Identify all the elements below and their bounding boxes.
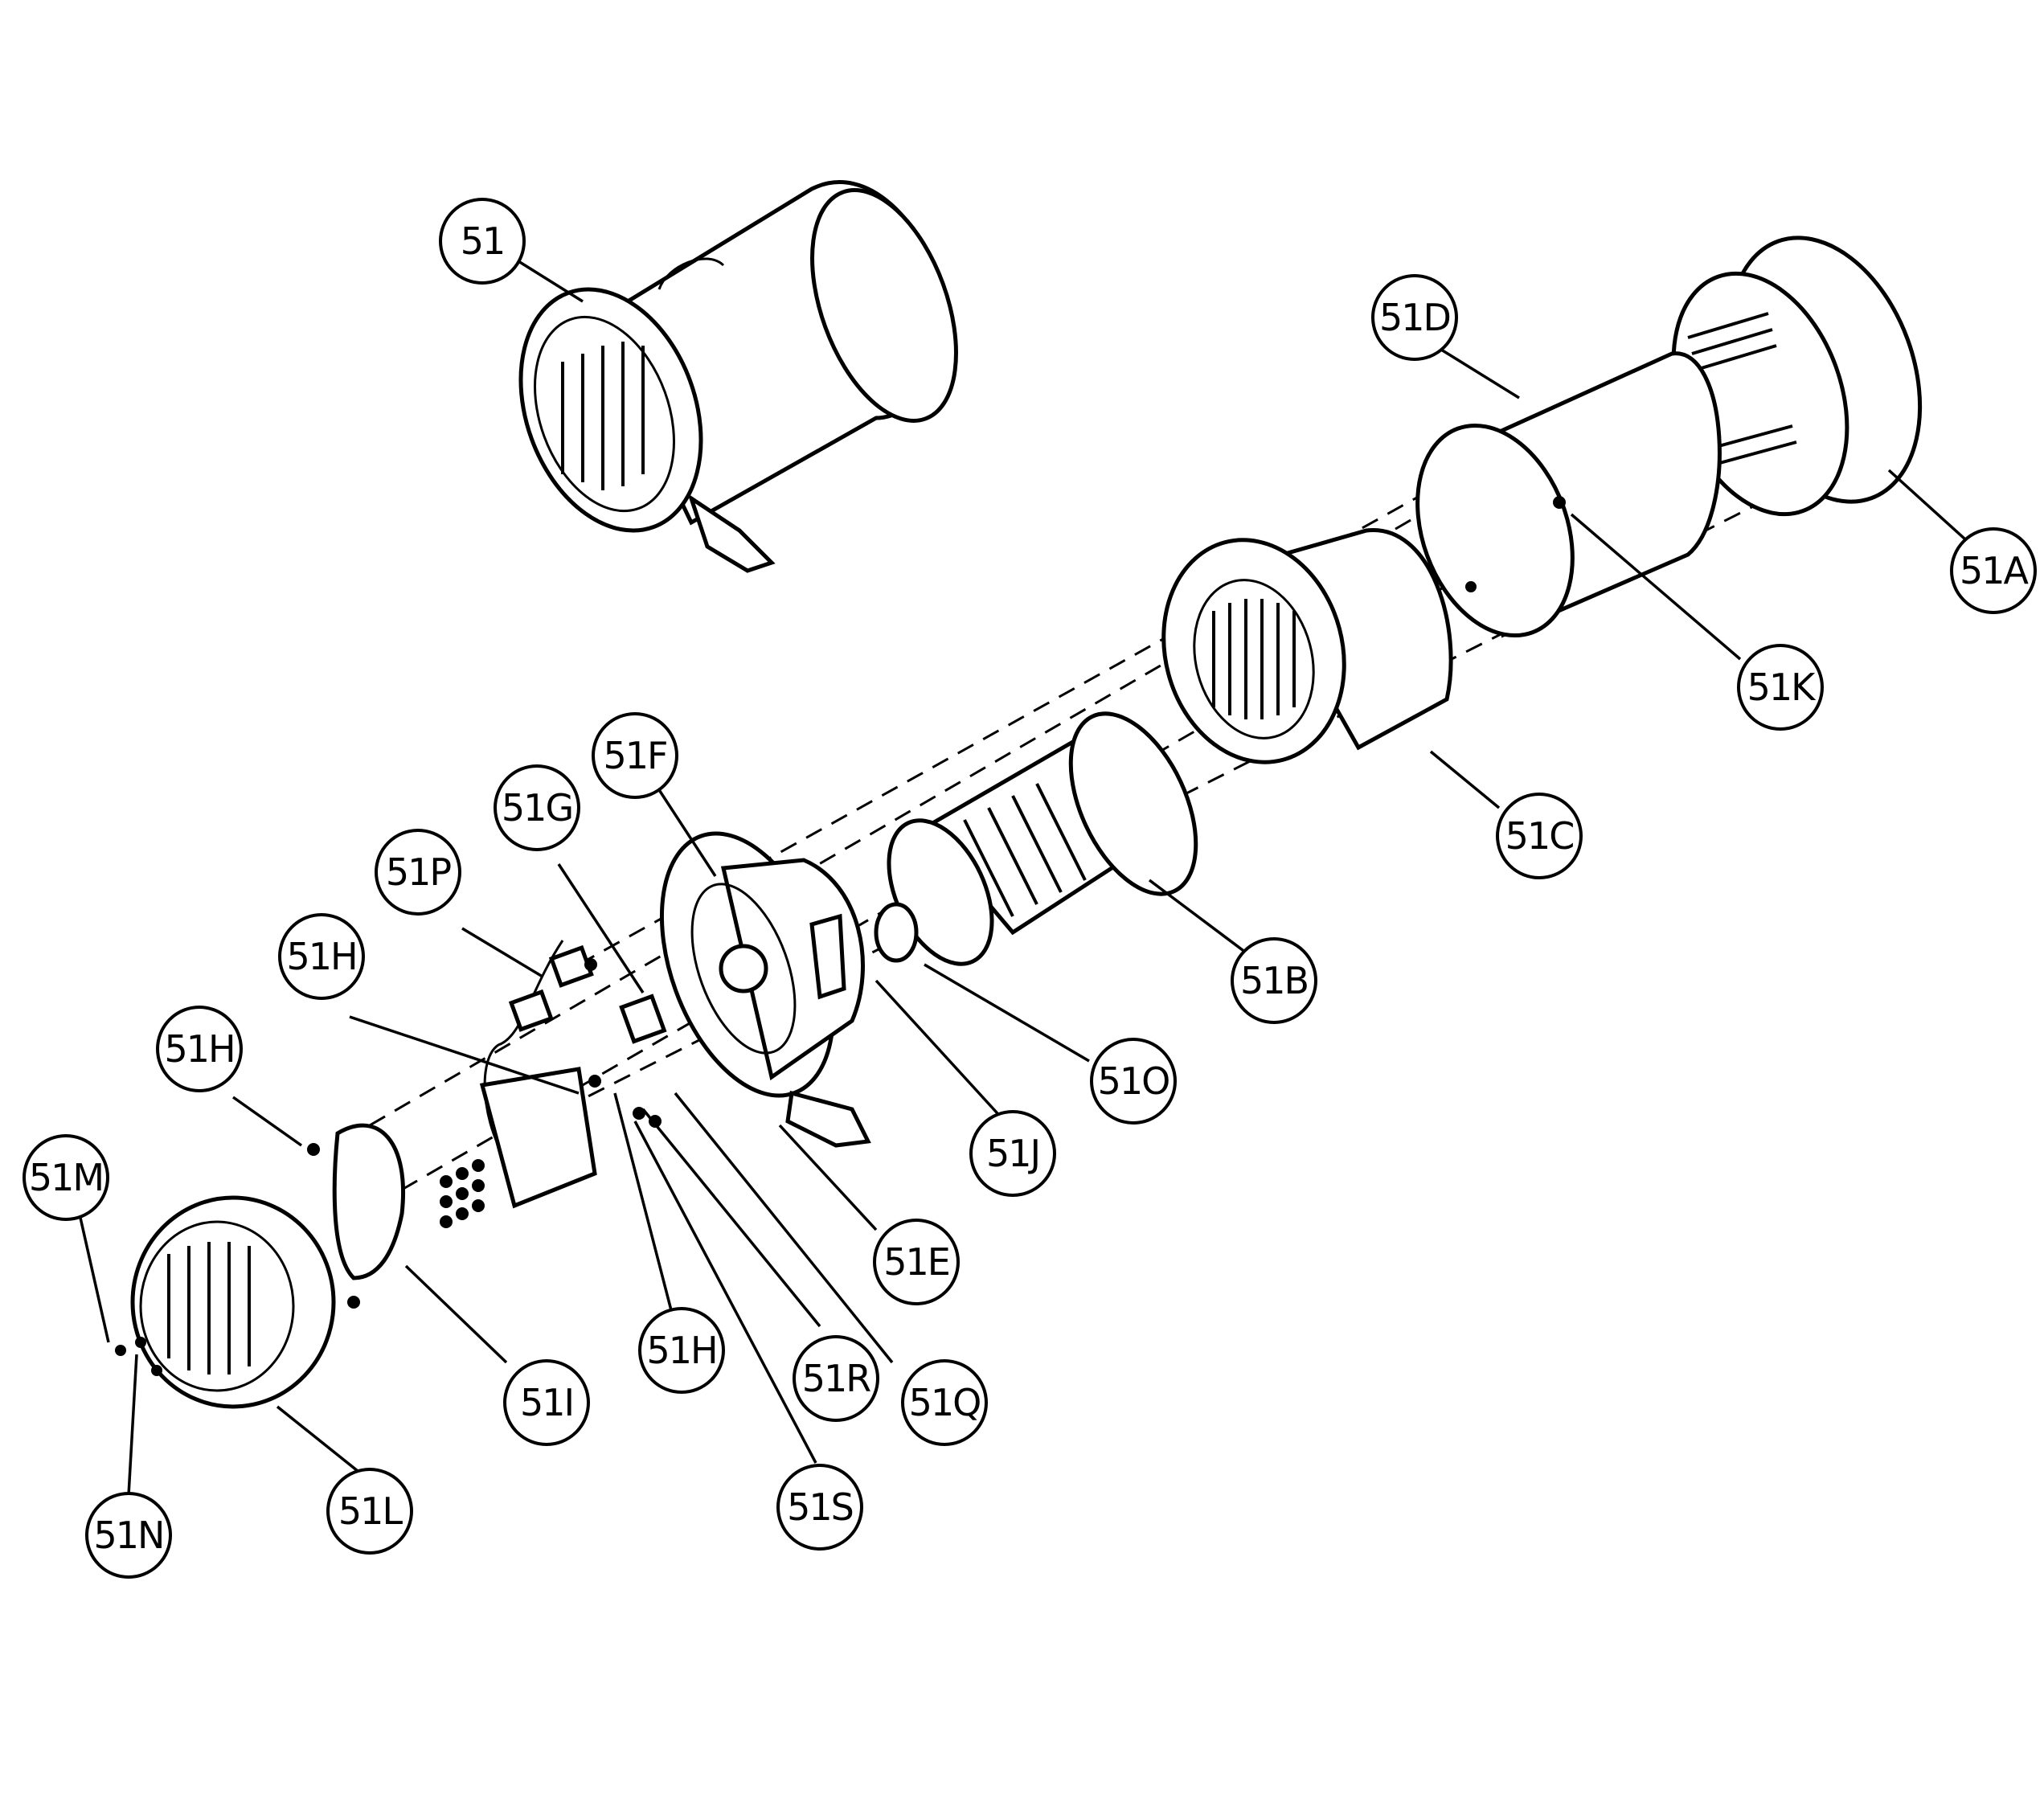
- callout-51: 51: [439, 198, 526, 285]
- svg-text:51B: 51B: [1240, 959, 1308, 1002]
- callout-51P: 51P: [375, 829, 461, 916]
- callout-51H-left: 51H: [156, 1006, 243, 1092]
- callout-51H-lower: 51H: [638, 1307, 725, 1394]
- callout-51N: 51N: [85, 1492, 172, 1579]
- callout-51R: 51R: [793, 1335, 879, 1422]
- svg-text:51L: 51L: [338, 1489, 403, 1533]
- cover-plate: [307, 1123, 405, 1309]
- wiring-harness: [440, 940, 597, 1228]
- callout-51I: 51I: [503, 1359, 590, 1446]
- svg-text:51E: 51E: [883, 1240, 949, 1284]
- svg-text:51Q: 51Q: [909, 1381, 981, 1424]
- svg-text:51G: 51G: [502, 786, 572, 830]
- callout-51H-upper: 51H: [278, 913, 365, 1000]
- svg-text:51K: 51K: [1747, 666, 1817, 709]
- callout-51D: 51D: [1371, 274, 1458, 361]
- callout-51O: 51O: [1090, 1038, 1177, 1125]
- front-housing: [659, 831, 871, 1148]
- svg-text:51O: 51O: [1098, 1059, 1169, 1103]
- callout-51S: 51S: [776, 1464, 863, 1551]
- svg-text:51S: 51S: [787, 1485, 853, 1529]
- svg-text:51P: 51P: [386, 850, 452, 894]
- svg-text:51M: 51M: [29, 1156, 103, 1199]
- svg-text:51F: 51F: [604, 734, 667, 777]
- alternator-assembly: [518, 180, 958, 573]
- callout-51B: 51B: [1231, 937, 1317, 1024]
- callout-51F: 51F: [592, 712, 678, 799]
- svg-text:51A: 51A: [1960, 549, 2030, 592]
- cylinder-cover: [1415, 351, 1722, 638]
- callout-51C: 51C: [1496, 793, 1583, 879]
- svg-text:51: 51: [461, 219, 505, 263]
- svg-text:51D: 51D: [1379, 296, 1450, 339]
- svg-text:51H: 51H: [646, 1329, 716, 1372]
- callout-51K: 51K: [1737, 644, 1824, 731]
- callout-51L: 51L: [326, 1468, 413, 1555]
- callout-51M: 51M: [23, 1134, 109, 1221]
- stator: [1161, 528, 1477, 764]
- end-cap: [115, 1195, 336, 1409]
- callout-51E: 51E: [873, 1219, 960, 1305]
- rotor: [874, 711, 1198, 966]
- callout-51A: 51A: [1950, 527, 2037, 614]
- svg-text:51H: 51H: [286, 935, 356, 978]
- callout-51Q: 51Q: [901, 1359, 988, 1446]
- svg-text:51J: 51J: [986, 1132, 1039, 1175]
- brush-holder: [584, 958, 667, 1128]
- svg-text:51R: 51R: [802, 1357, 871, 1400]
- svg-text:51I: 51I: [520, 1381, 573, 1424]
- leader-lines: [79, 260, 1975, 1496]
- svg-text:51N: 51N: [94, 1514, 164, 1557]
- svg-text:51H: 51H: [164, 1027, 234, 1071]
- callout-51G: 51G: [494, 764, 580, 851]
- callout-51J: 51J: [969, 1110, 1056, 1197]
- svg-text:51C: 51C: [1505, 814, 1574, 858]
